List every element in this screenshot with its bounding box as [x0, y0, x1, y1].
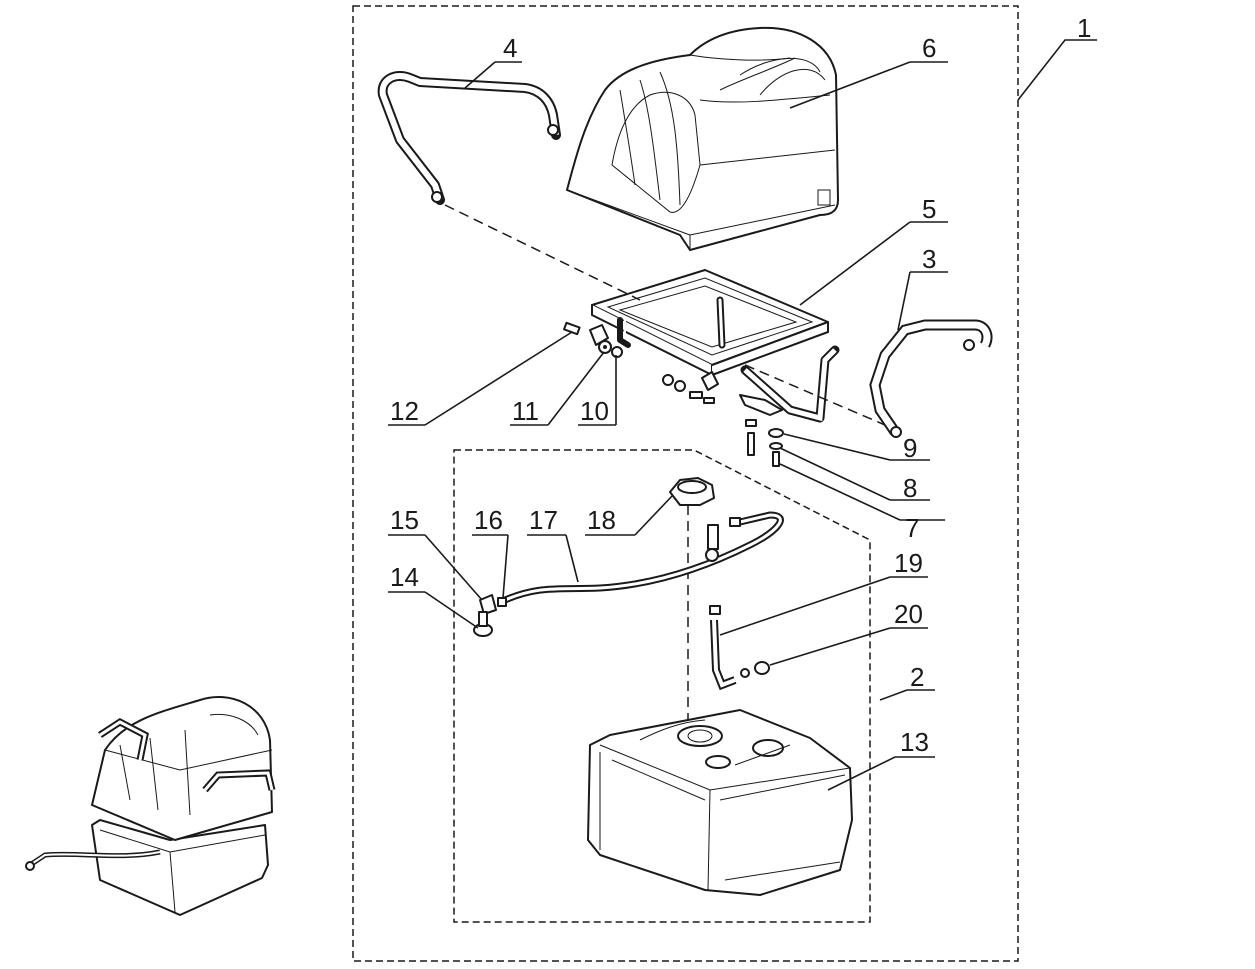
handlebar-left-part: [377, 71, 561, 205]
seat-frame-part: [589, 269, 840, 423]
callout-4: 4: [503, 33, 517, 63]
fasteners-left: [563, 321, 715, 404]
fuel-cap-part: [669, 477, 715, 506]
callout-10: 10: [580, 396, 609, 426]
assembly-line-handlebar-left: [444, 204, 641, 301]
callout-5: 5: [922, 194, 936, 224]
callout-2: 2: [910, 662, 924, 692]
callout-18: 18: [587, 505, 616, 535]
assembly-boundary-box: [352, 5, 1019, 962]
fuel-tank-subassembly-box: [453, 449, 871, 923]
fasteners-right: [745, 419, 784, 467]
callout-12: 12: [390, 396, 419, 426]
callout-8: 8: [903, 473, 917, 503]
callout-20: 20: [894, 599, 923, 629]
callout-3: 3: [922, 244, 936, 274]
callout-16: 16: [474, 505, 503, 535]
callout-11: 11: [512, 396, 539, 426]
callout-15: 15: [390, 505, 419, 535]
callout-14: 14: [390, 562, 419, 592]
assembled-view-thumbnail: [25, 695, 276, 916]
assembly-line-handlebar-right: [744, 364, 886, 426]
callout-1: 1: [1077, 13, 1091, 43]
fuel-hose-assembly: [473, 511, 784, 691]
callout-19: 19: [894, 548, 923, 578]
seat-cushion-part: [566, 26, 839, 251]
handlebar-right-part: [869, 319, 993, 438]
callout-6: 6: [922, 33, 936, 63]
callout-9: 9: [903, 433, 917, 463]
fuel-tank-part: [587, 709, 853, 896]
callout-7: 7: [905, 513, 919, 543]
callout-13: 13: [900, 727, 929, 757]
leader-lines: [388, 39, 1097, 791]
callout-17: 17: [529, 505, 558, 535]
